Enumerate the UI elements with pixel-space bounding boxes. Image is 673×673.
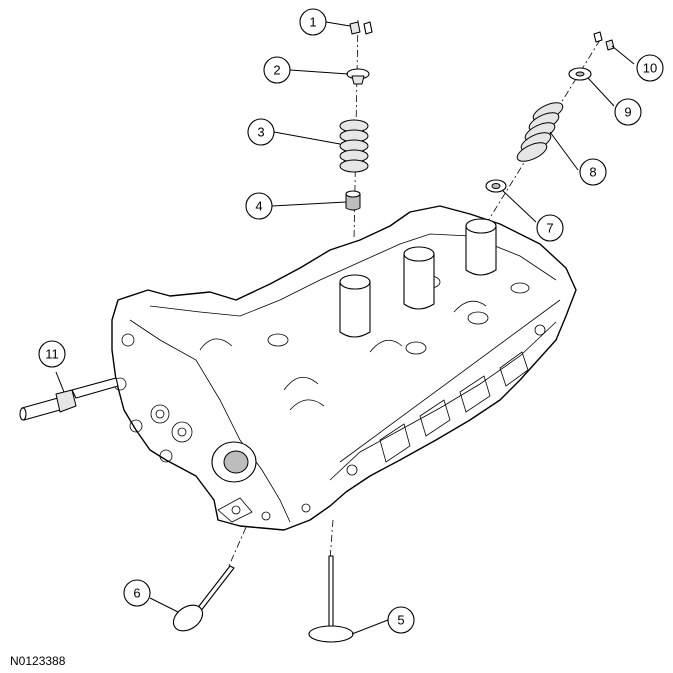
callout-6: 6 <box>123 579 151 607</box>
tappet-bores <box>339 218 497 338</box>
callout-number: 9 <box>624 105 631 120</box>
callout-number: 2 <box>273 63 280 78</box>
callout-4: 4 <box>245 192 273 220</box>
callout-10: 10 <box>636 54 664 82</box>
valve-stem-seal-left <box>345 190 361 211</box>
callout-3: 3 <box>247 118 275 146</box>
leader-lines <box>55 21 635 635</box>
threaded-stud <box>19 377 119 421</box>
valve-spring-left <box>339 119 369 173</box>
valve-keepers-right <box>593 31 615 51</box>
valve-5 <box>308 555 354 643</box>
valve-stem-seal-right <box>485 179 507 193</box>
callout-7: 7 <box>536 214 564 242</box>
callout-11: 11 <box>38 340 66 368</box>
callout-2: 2 <box>263 56 291 84</box>
callout-8: 8 <box>579 158 607 186</box>
callout-1: 1 <box>299 8 327 36</box>
callout-5: 5 <box>387 606 415 634</box>
callout-number: 10 <box>643 61 657 76</box>
callout-number: 4 <box>255 199 262 214</box>
callout-number: 5 <box>397 613 404 628</box>
callout-number: 1 <box>309 15 316 30</box>
callout-number: 11 <box>45 347 59 362</box>
figure-id-label: N0123388 <box>10 654 66 668</box>
callout-9: 9 <box>614 98 642 126</box>
callout-number: 3 <box>257 125 264 140</box>
spring-retainer-left <box>346 68 370 85</box>
callout-number: 6 <box>133 586 140 601</box>
valve-keepers-left <box>349 21 373 35</box>
valve-spring-right <box>516 102 564 162</box>
cylinder-head <box>111 205 577 531</box>
callout-number: 8 <box>589 165 596 180</box>
valve-6 <box>172 565 235 632</box>
callout-number: 7 <box>546 221 553 236</box>
spring-retainer-right <box>568 67 592 81</box>
